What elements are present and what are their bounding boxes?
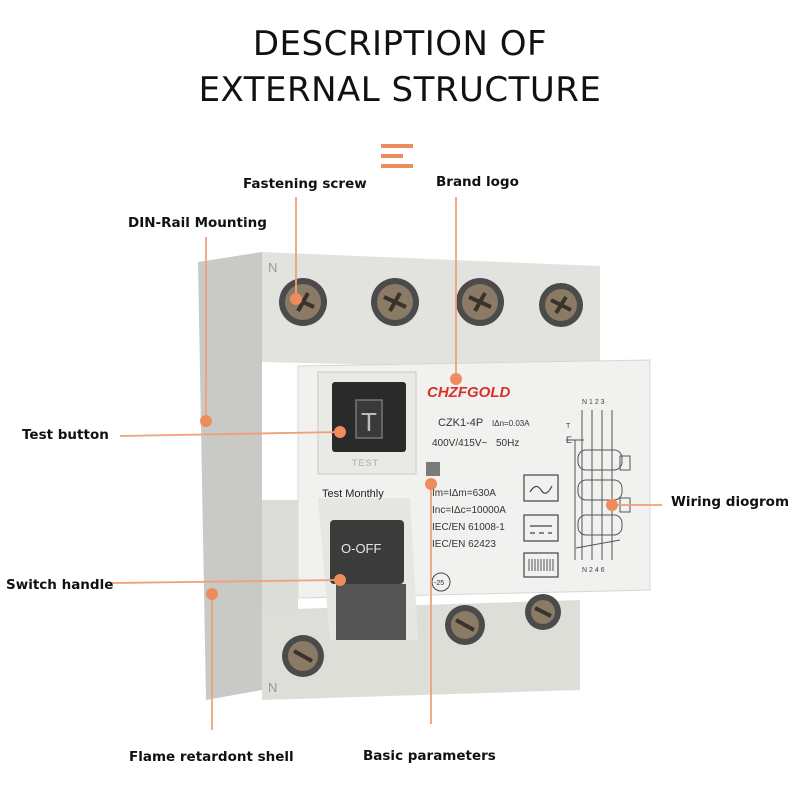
- callout-switch-handle: Switch handle: [6, 577, 114, 593]
- test-caption: TEST: [352, 458, 379, 468]
- test-key-label: T: [361, 407, 377, 437]
- temp-mark: [431, 572, 451, 592]
- model-label: CZK1-4P: [438, 417, 483, 429]
- breaker-body: [198, 252, 651, 700]
- brand-logo: CHZFGOLD: [427, 384, 510, 401]
- callout-fastening-screw: Fastening screw: [243, 176, 367, 192]
- test-monthly-label: Test Monthly: [322, 488, 384, 500]
- bottom-screws: [282, 594, 561, 677]
- wiring-bottom-label: N 2 4 6: [582, 567, 605, 574]
- leader-dots: [200, 293, 618, 600]
- switch-handle[interactable]: [330, 520, 404, 584]
- title-line-1: DESCRIPTION OF: [252, 24, 548, 64]
- terminal-mark-bottom: N: [268, 680, 277, 695]
- symbol-box-1: [523, 474, 559, 502]
- symbol-box-3: [523, 552, 559, 578]
- spec-3: IEC/EN 61008-1: [432, 522, 505, 533]
- wiring-t-label: T: [566, 423, 571, 430]
- wiring-e-label: E: [566, 435, 572, 445]
- callout-basic-parameters: Basic parameters: [363, 748, 496, 764]
- menu-icon: [381, 144, 413, 168]
- handle-label: O-OFF: [341, 541, 381, 556]
- terminal-mark-top: N: [268, 260, 277, 275]
- frequency-label: 50Hz: [496, 438, 519, 449]
- indicator-slot: [426, 462, 440, 476]
- callout-test-button: Test button: [22, 427, 109, 443]
- title-line-2: EXTERNAL STRUCTURE: [198, 70, 602, 110]
- leader-lines: [111, 197, 662, 730]
- spec-1: Im=IΔm=630A: [432, 488, 496, 499]
- symbol-box-2: [523, 514, 559, 542]
- idn-label: IΔn=0.03A: [492, 419, 530, 428]
- voltage-label: 400V/415V~: [432, 438, 487, 449]
- side-housing: [198, 252, 262, 700]
- callout-din-rail: DIN-Rail Mounting: [128, 215, 267, 231]
- wiring-top-label: N 1 2 3: [582, 399, 605, 406]
- callout-flame-shell: Flame retardont shell: [129, 749, 294, 765]
- spec-2: Inc=IΔc=10000A: [432, 505, 506, 516]
- callout-wiring-diagram: Wiring diogrom: [671, 494, 790, 510]
- callout-brand-logo: Brand logo: [436, 174, 519, 190]
- temp-mark-label: -25: [434, 580, 444, 587]
- top-terminal-block: [262, 252, 600, 370]
- spec-4: IEC/EN 62423: [432, 539, 496, 550]
